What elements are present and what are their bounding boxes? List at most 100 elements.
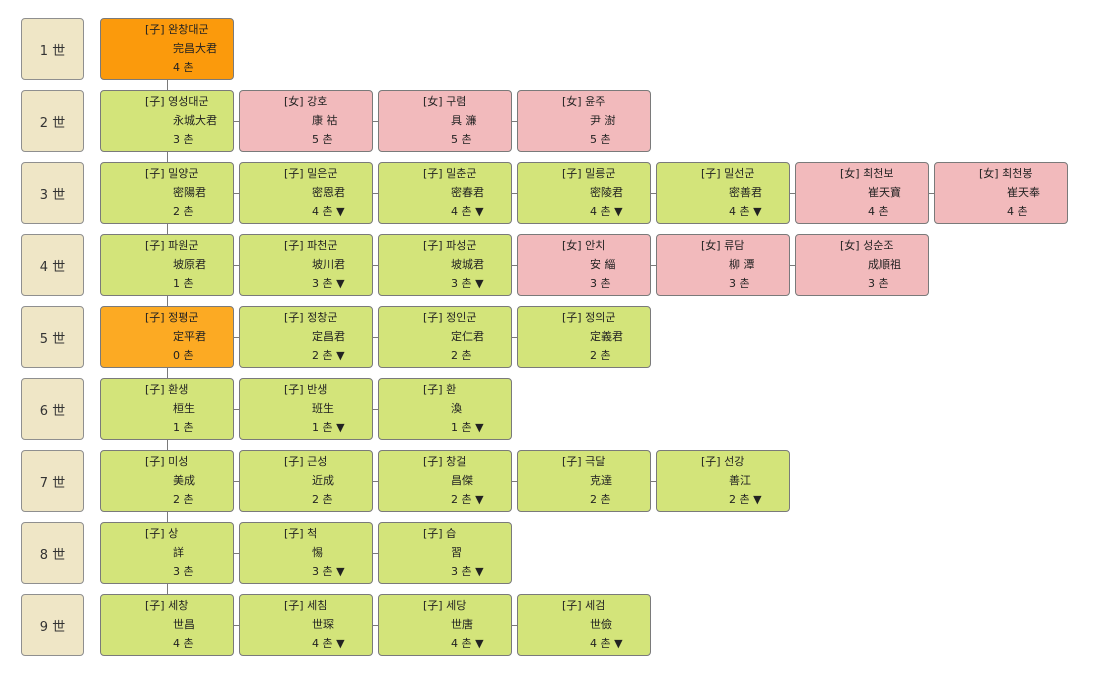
person-name-korean: [子] 정인군 bbox=[423, 311, 477, 324]
generation-label: 1 世 bbox=[21, 18, 84, 80]
sibling-connector bbox=[373, 193, 378, 194]
sibling-connector bbox=[651, 481, 656, 482]
sibling-connector bbox=[929, 193, 934, 194]
generation-connector bbox=[167, 440, 168, 450]
person-name-korean: [女] 구렴 bbox=[423, 95, 467, 108]
person-name-hanja: 近成 bbox=[312, 474, 334, 487]
kinship-degree: 4 촌 ▼ bbox=[451, 205, 484, 218]
person-name-korean: [女] 최천보 bbox=[840, 167, 894, 180]
kinship-degree: 2 촌 ▼ bbox=[729, 493, 762, 506]
person-name-korean: [女] 안치 bbox=[562, 239, 606, 252]
person-name-hanja: 崔天寶 bbox=[868, 186, 901, 199]
sibling-connector bbox=[234, 553, 239, 554]
kinship-degree: 4 촌 bbox=[173, 637, 194, 650]
person-name-korean: [子] 습 bbox=[423, 527, 457, 540]
generation-label: 6 世 bbox=[21, 378, 84, 440]
person-name-hanja: 世琛 bbox=[312, 618, 334, 631]
person-name-korean: [子] 세검 bbox=[562, 599, 606, 612]
person-card[interactable]: [女] 최천보 崔天寶 4 촌 bbox=[795, 162, 929, 224]
sibling-connector bbox=[512, 337, 517, 338]
kinship-degree: 4 촌 bbox=[173, 61, 194, 74]
person-name-hanja: 永城大君 bbox=[173, 114, 217, 127]
generation-connector bbox=[167, 296, 168, 306]
kinship-degree: 4 촌 ▼ bbox=[312, 637, 345, 650]
kinship-degree: 4 촌 bbox=[868, 205, 889, 218]
generation-connector bbox=[167, 584, 168, 594]
sibling-connector bbox=[651, 265, 656, 266]
generation-label: 8 世 bbox=[21, 522, 84, 584]
kinship-degree: 3 촌 bbox=[868, 277, 889, 290]
generation-connector bbox=[167, 512, 168, 522]
person-name-korean: [子] 밀춘군 bbox=[423, 167, 477, 180]
person-name-hanja: 康 祜 bbox=[312, 114, 338, 127]
person-name-korean: [子] 창걸 bbox=[423, 455, 467, 468]
person-card[interactable]: [子] 밀춘군 密春君 4 촌 ▼ bbox=[378, 162, 512, 224]
person-name-korean: [子] 상 bbox=[145, 527, 179, 540]
person-name-hanja: 坡城君 bbox=[451, 258, 484, 271]
sibling-connector bbox=[373, 121, 378, 122]
kinship-degree: 2 촌 bbox=[312, 493, 333, 506]
sibling-connector bbox=[512, 265, 517, 266]
sibling-connector bbox=[651, 193, 656, 194]
sibling-connector bbox=[234, 265, 239, 266]
generation-label: 7 世 bbox=[21, 450, 84, 512]
person-name-hanja: 密陽君 bbox=[173, 186, 206, 199]
person-name-hanja: 渙 bbox=[451, 402, 462, 415]
person-name-hanja: 密春君 bbox=[451, 186, 484, 199]
person-name-hanja: 密善君 bbox=[729, 186, 762, 199]
person-name-hanja: 世儉 bbox=[590, 618, 612, 631]
generation-connector bbox=[167, 224, 168, 234]
person-name-hanja: 世昌 bbox=[173, 618, 195, 631]
sibling-connector bbox=[373, 481, 378, 482]
sibling-connector bbox=[234, 625, 239, 626]
sibling-connector bbox=[373, 409, 378, 410]
person-name-korean: [子] 파원군 bbox=[145, 239, 199, 252]
sibling-connector bbox=[234, 121, 239, 122]
generation-label: 2 世 bbox=[21, 90, 84, 152]
sibling-connector bbox=[512, 193, 517, 194]
generation-label: 3 世 bbox=[21, 162, 84, 224]
person-name-hanja: 安 緇 bbox=[590, 258, 616, 271]
kinship-degree: 1 촌 bbox=[173, 421, 194, 434]
person-name-korean: [子] 정평군 bbox=[145, 311, 199, 324]
kinship-degree: 3 촌 bbox=[173, 133, 194, 146]
kinship-degree: 3 촌 ▼ bbox=[451, 277, 484, 290]
person-name-korean: [子] 밀선군 bbox=[701, 167, 755, 180]
